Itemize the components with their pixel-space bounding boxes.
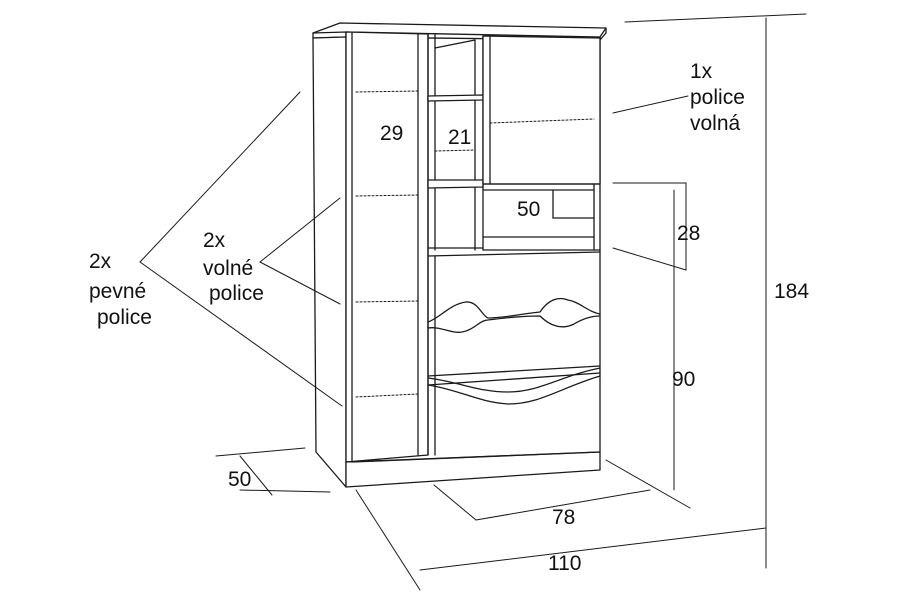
loose-shelves-count: 2x: [203, 229, 226, 252]
left-side-panel: [312, 36, 347, 488]
middle-shelf-1: [427, 94, 484, 102]
opening-height-label: 28: [677, 222, 701, 245]
left-compartment-width-label: 29: [380, 122, 404, 145]
drawer-handle-lower: [427, 367, 601, 393]
total-width-label: 110: [548, 552, 582, 575]
lower-height-label: 90: [672, 368, 696, 391]
lower-width-label: 78: [552, 506, 576, 529]
loose-shelf-top-line1: police: [690, 86, 745, 109]
drawer-handle-upper: [427, 297, 601, 323]
depth-label: 50: [228, 468, 252, 491]
loose-shelves-line1: volné: [203, 257, 254, 280]
loose-shelf-top-line2: volná: [690, 112, 741, 135]
middle-compartment-width-label: 21: [448, 126, 472, 149]
fixed-shelves-count: 2x: [89, 250, 112, 273]
middle-shelf-2: [427, 179, 484, 189]
left-door: [345, 31, 429, 463]
opening-width-label: 50: [517, 198, 541, 221]
upper-right-door: [482, 35, 601, 185]
fixed-shelves-line2: police: [97, 306, 152, 329]
top-board: [312, 22, 607, 38]
loose-shelf-top-count: 1x: [690, 60, 713, 83]
loose-shelves-line2: police: [209, 282, 264, 305]
total-height-label: 184: [774, 280, 810, 303]
fixed-shelves-line1: pevné: [89, 280, 147, 303]
